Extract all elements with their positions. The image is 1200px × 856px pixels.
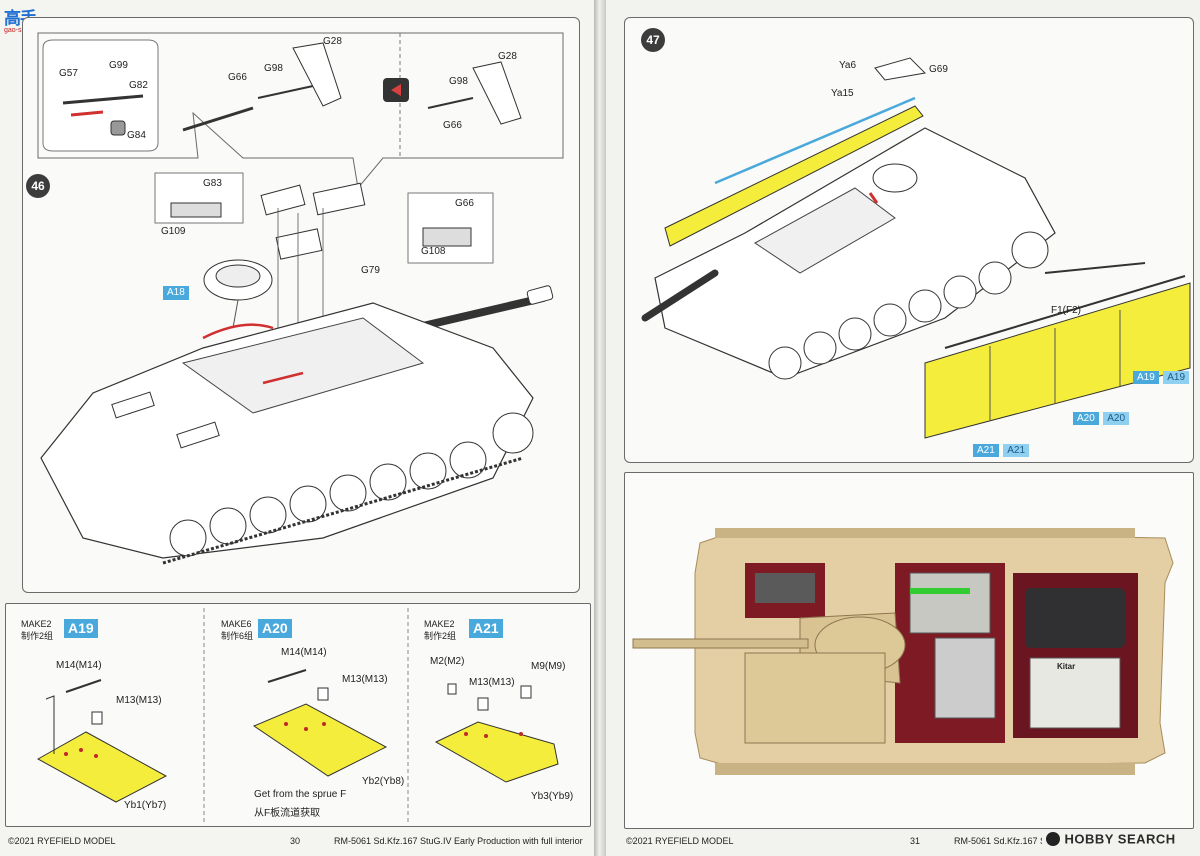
- label-f1-f2: F1(F2): [1051, 305, 1081, 316]
- step-46-frame: G57 G99 G82 G84 G66 G98 G28 G98 G28 G66 …: [22, 17, 580, 593]
- label-g66: G66: [228, 72, 247, 83]
- tag-a20-right: A20: [1073, 412, 1099, 425]
- label-g82: G82: [129, 80, 148, 91]
- label-g84: G84: [127, 130, 146, 141]
- label-g57: G57: [59, 68, 78, 79]
- tag-a20: A20: [258, 619, 292, 638]
- assemblies-panel: MAKE2 制作2组 A19 M14(M14) M13(M13) Yb1(Yb7…: [5, 603, 591, 827]
- left-page: 高手 gao-shou.com: [0, 0, 594, 856]
- footer-title-right: RM-5061 Sd.Kfz.167 StuG.IV Early Product…: [954, 836, 1042, 846]
- label-g108: G108: [421, 246, 446, 257]
- step-46-illustration: [37, 32, 564, 565]
- footer-title-left: RM-5061 Sd.Kfz.167 StuG.IV Early Product…: [334, 836, 583, 846]
- footer-copyright-right: ©2021 RYEFIELD MODEL: [626, 836, 734, 846]
- a21-part-m9: M9(M9): [531, 661, 566, 672]
- a20-plate-label: Yb2(Yb8): [362, 776, 405, 787]
- footer-copyright-left: ©2021 RYEFIELD MODEL: [8, 836, 116, 846]
- label-g83: G83: [203, 178, 222, 189]
- a20-part-m14: M14(M14): [281, 647, 327, 658]
- a21-plate-label: Yb3(Yb9): [531, 791, 574, 802]
- label-g99: G99: [109, 60, 128, 71]
- a20-make-label: MAKE6 制作6组: [221, 619, 254, 641]
- label-g28: G28: [323, 36, 342, 47]
- assemblies-illustration: [36, 608, 559, 822]
- book-gutter: [594, 0, 606, 856]
- a19-part-m14: M14(M14): [56, 660, 102, 671]
- step-47-illustration: [641, 57, 1191, 439]
- a19-plate-label: Yb1(Yb7): [124, 800, 167, 811]
- a21-make-label: MAKE2 制作2组: [424, 619, 457, 641]
- footer-page-number-right: 31: [910, 836, 921, 846]
- label-g66-compare: G66: [443, 120, 462, 131]
- a21-part-m2: M2(M2): [430, 656, 465, 667]
- a21-part-m13: M13(M13): [469, 677, 515, 688]
- label-g98-compare: G98: [449, 76, 468, 87]
- tag-a18: A18: [163, 286, 189, 300]
- step-number-47: 47: [641, 28, 665, 52]
- label-ya15: Ya15: [831, 88, 854, 99]
- tag-a19: A19: [64, 619, 98, 638]
- step-47-frame: 47 Ya6 G69 Ya15 F1(F2) A19 A19 A20 A20 A…: [624, 17, 1194, 463]
- hobby-search-logo: HOBBY SEARCH: [1046, 830, 1196, 848]
- interior-photo-frame: Kitar: [624, 472, 1194, 829]
- interior-photo: [632, 528, 1174, 775]
- tag-a20-pair: A20 A20: [1073, 408, 1130, 426]
- label-g109: G109: [161, 226, 186, 237]
- tag-a21-right: A21: [973, 444, 999, 457]
- tag-a21-pair: A21 A21: [973, 440, 1030, 458]
- tag-a19-right-alt: A19: [1163, 371, 1190, 384]
- a19-make-label: MAKE2 制作2组: [21, 619, 54, 641]
- tag-a19-right: A19: [1133, 371, 1159, 384]
- label-g28-compare: G28: [498, 51, 517, 62]
- tag-a21-right-alt: A21: [1003, 444, 1030, 457]
- label-ya6: Ya6: [839, 60, 857, 71]
- a19-part-m13: M13(M13): [116, 695, 162, 706]
- step-number-46: 46: [26, 174, 50, 198]
- interior-sign-text: Kitar: [1057, 662, 1076, 671]
- tag-a19-pair: A19 A19: [1133, 367, 1190, 385]
- a20-note-cn: 从F板流道获取: [254, 808, 321, 819]
- footer-page-number-left: 30: [290, 836, 301, 846]
- label-g98: G98: [264, 63, 283, 74]
- tag-a21: A21: [469, 619, 503, 638]
- label-g66-sub: G66: [455, 198, 474, 209]
- tag-a20-right-alt: A20: [1103, 412, 1130, 425]
- a20-note-en: Get from the sprue F: [254, 789, 347, 800]
- label-g69: G69: [929, 64, 948, 75]
- hobby-search-logo-icon: [1046, 831, 1060, 846]
- right-page: 47 Ya6 G69 Ya15 F1(F2) A19 A19 A20 A20 A…: [606, 0, 1200, 856]
- label-g79: G79: [361, 265, 380, 276]
- a20-part-m13: M13(M13): [342, 674, 388, 685]
